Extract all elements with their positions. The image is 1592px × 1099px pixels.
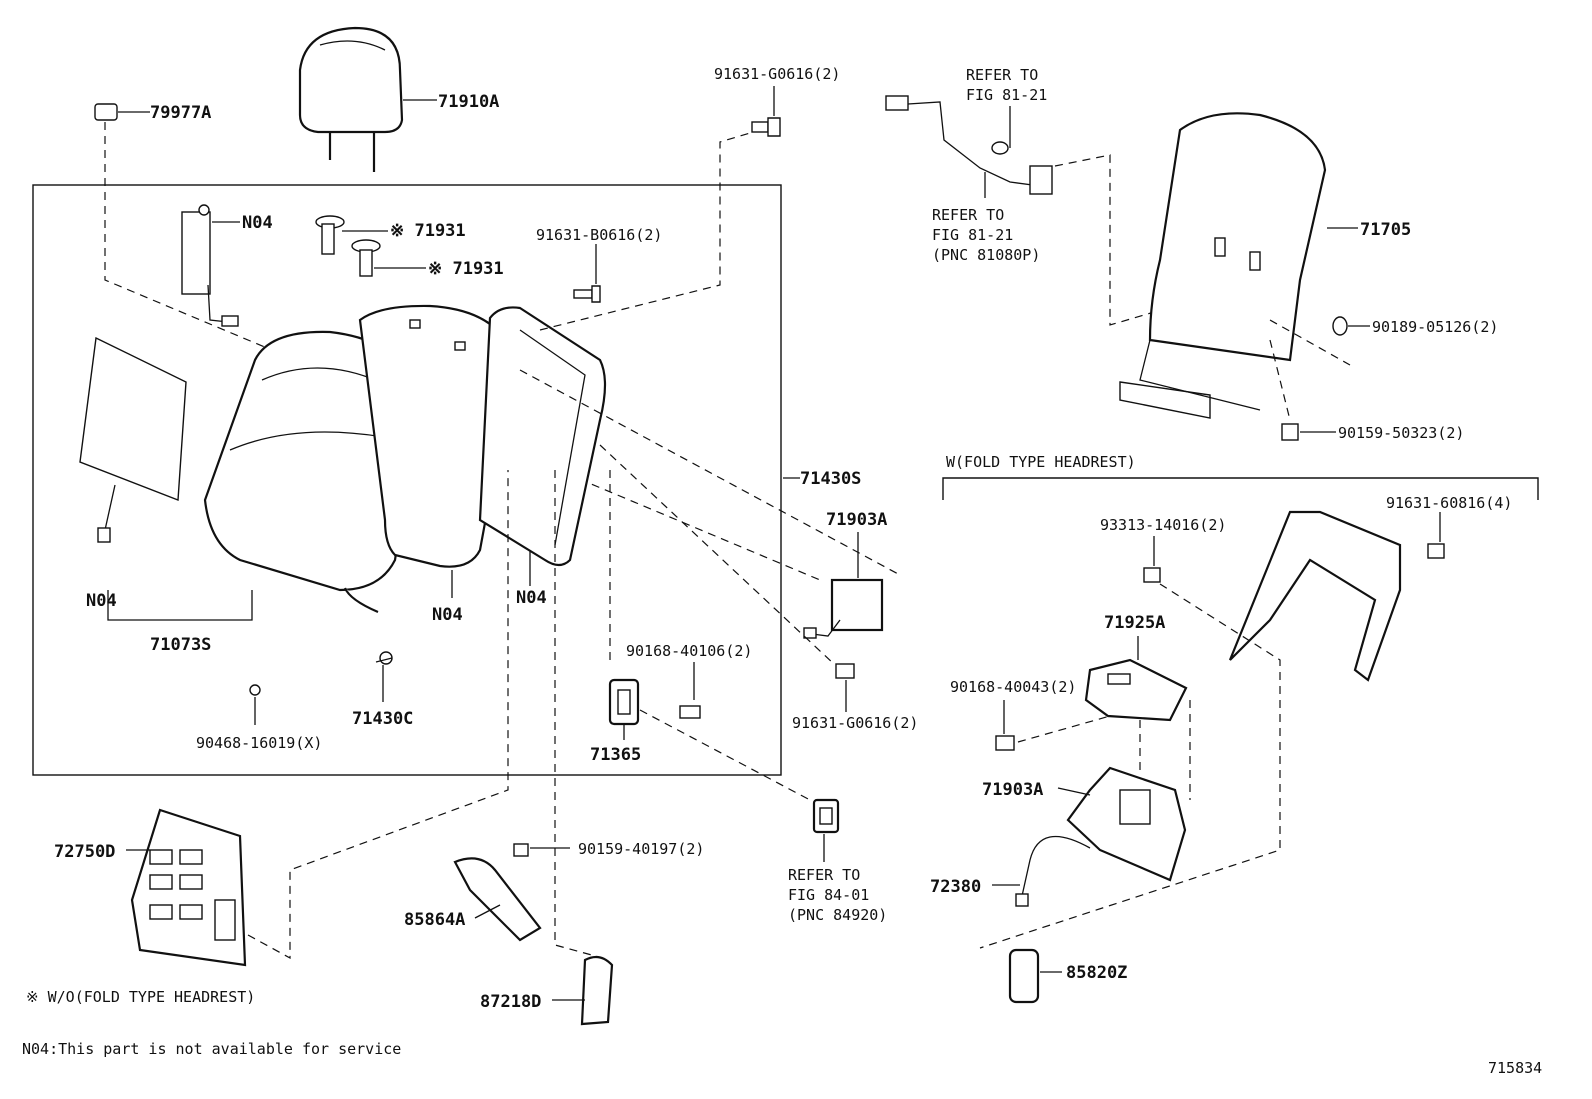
- label-refer-b1: REFER TO: [932, 206, 1004, 224]
- label-90189-05126: 90189-05126(2): [1372, 318, 1498, 336]
- label-71430S: 71430S: [800, 469, 861, 489]
- screw-refer-81-21: [991, 141, 1009, 155]
- label-n04-b: N04: [86, 591, 117, 611]
- heater-switch-part: [181, 204, 239, 327]
- label-refer-a1: REFER TO: [966, 66, 1038, 84]
- label-90159-50323: 90159-50323(2): [1338, 424, 1464, 442]
- label-91631-b0616: 91631-B0616(2): [536, 226, 662, 244]
- heater-72750D: [130, 808, 247, 967]
- label-93313-14016: 93313-14016(2): [1100, 516, 1226, 534]
- bolt-14016: [1143, 567, 1161, 583]
- seatback-frame-part: [478, 306, 607, 567]
- label-refer-b2: FIG 81-21: [932, 226, 1013, 244]
- clip-90189: [1332, 316, 1348, 336]
- label-71903A-b: 71903A: [982, 780, 1043, 800]
- cap-part: [94, 103, 118, 121]
- label-71365: 71365: [590, 745, 641, 765]
- label-91631-g0616-mid: 91631-G0616(2): [792, 714, 918, 732]
- label-71910A: 71910A: [438, 92, 499, 112]
- label-91631-60816: 91631-60816(4): [1386, 494, 1512, 512]
- label-71430C: 71430C: [352, 709, 413, 729]
- seatback-assembly-frame: [32, 184, 782, 776]
- label-90168-40106: 90168-40106(2): [626, 642, 752, 660]
- label-90168-40043: 90168-40043(2): [950, 678, 1076, 696]
- cable-72380: [1015, 835, 1091, 907]
- clip-71931-a: [315, 215, 345, 255]
- label-refer-84-1: REFER TO: [788, 866, 860, 884]
- bolt-b0616: [573, 285, 601, 303]
- clip-71931-b: [351, 239, 381, 277]
- label-71931-a: ※ 71931: [390, 221, 466, 241]
- label-85820Z: 85820Z: [1066, 963, 1127, 983]
- back-board-part: [79, 336, 187, 543]
- clip-90468: [249, 684, 261, 696]
- note-wo-fold: ※ W/O(FOLD TYPE HEADREST): [26, 988, 255, 1006]
- actuator-71903A-b: [1066, 766, 1187, 882]
- label-91631-g0616-top: 91631-G0616(2): [714, 65, 840, 83]
- label-90159-40197: 90159-40197(2): [578, 840, 704, 858]
- fold-frame-part: [1228, 510, 1402, 682]
- label-87218D: 87218D: [480, 992, 541, 1012]
- bolt-g0616-mid: [835, 663, 855, 679]
- bolt-60816: [1427, 543, 1445, 559]
- duct-87218D: [580, 955, 614, 1026]
- label-72380: 72380: [930, 877, 981, 897]
- fold-type-bracket: [942, 477, 1539, 500]
- duct-85864A: [453, 857, 542, 942]
- clip-71430C: [375, 651, 393, 665]
- label-72750D: 72750D: [54, 842, 115, 862]
- figure-number: 715834: [1488, 1059, 1542, 1077]
- label-refer-b3: (PNC 81080P): [932, 246, 1040, 264]
- label-71931-b: ※ 71931: [428, 259, 504, 279]
- cover-71365: [608, 678, 640, 726]
- harness-81080P: [885, 95, 1053, 195]
- clip-90159-50323: [1281, 423, 1299, 441]
- headrest-part: [298, 26, 404, 172]
- label-refer-84-3: (PNC 84920): [788, 906, 887, 924]
- label-n04-d: N04: [516, 588, 547, 608]
- recliner-71903A-a: [803, 578, 884, 639]
- note-n04: N04:This part is not available for servi…: [22, 1040, 401, 1058]
- label-79977A: 79977A: [150, 103, 211, 123]
- switch-84920: [812, 798, 840, 834]
- back-panel-71705: [1119, 112, 1327, 419]
- label-refer-a2: FIG 81-21: [966, 86, 1047, 104]
- bolt-40106: [679, 705, 701, 719]
- bolt-g0616-top: [751, 117, 781, 137]
- label-refer-84-2: FIG 84-01: [788, 886, 869, 904]
- bolt-40043: [995, 735, 1015, 751]
- label-71073S: 71073S: [150, 635, 211, 655]
- label-90468-16019: 90468-16019(X): [196, 734, 322, 752]
- label-71903A-a: 71903A: [826, 510, 887, 530]
- bracket-71925A: [1084, 658, 1188, 722]
- screw-40197: [513, 843, 529, 857]
- label-n04-c: N04: [432, 605, 463, 625]
- label-71705: 71705: [1360, 220, 1411, 240]
- label-n04-a: N04: [242, 213, 273, 233]
- motor-85820Z: [1008, 948, 1040, 1004]
- label-fold-type: W(FOLD TYPE HEADREST): [946, 453, 1136, 471]
- label-71925A: 71925A: [1104, 613, 1165, 633]
- label-85864A: 85864A: [404, 910, 465, 930]
